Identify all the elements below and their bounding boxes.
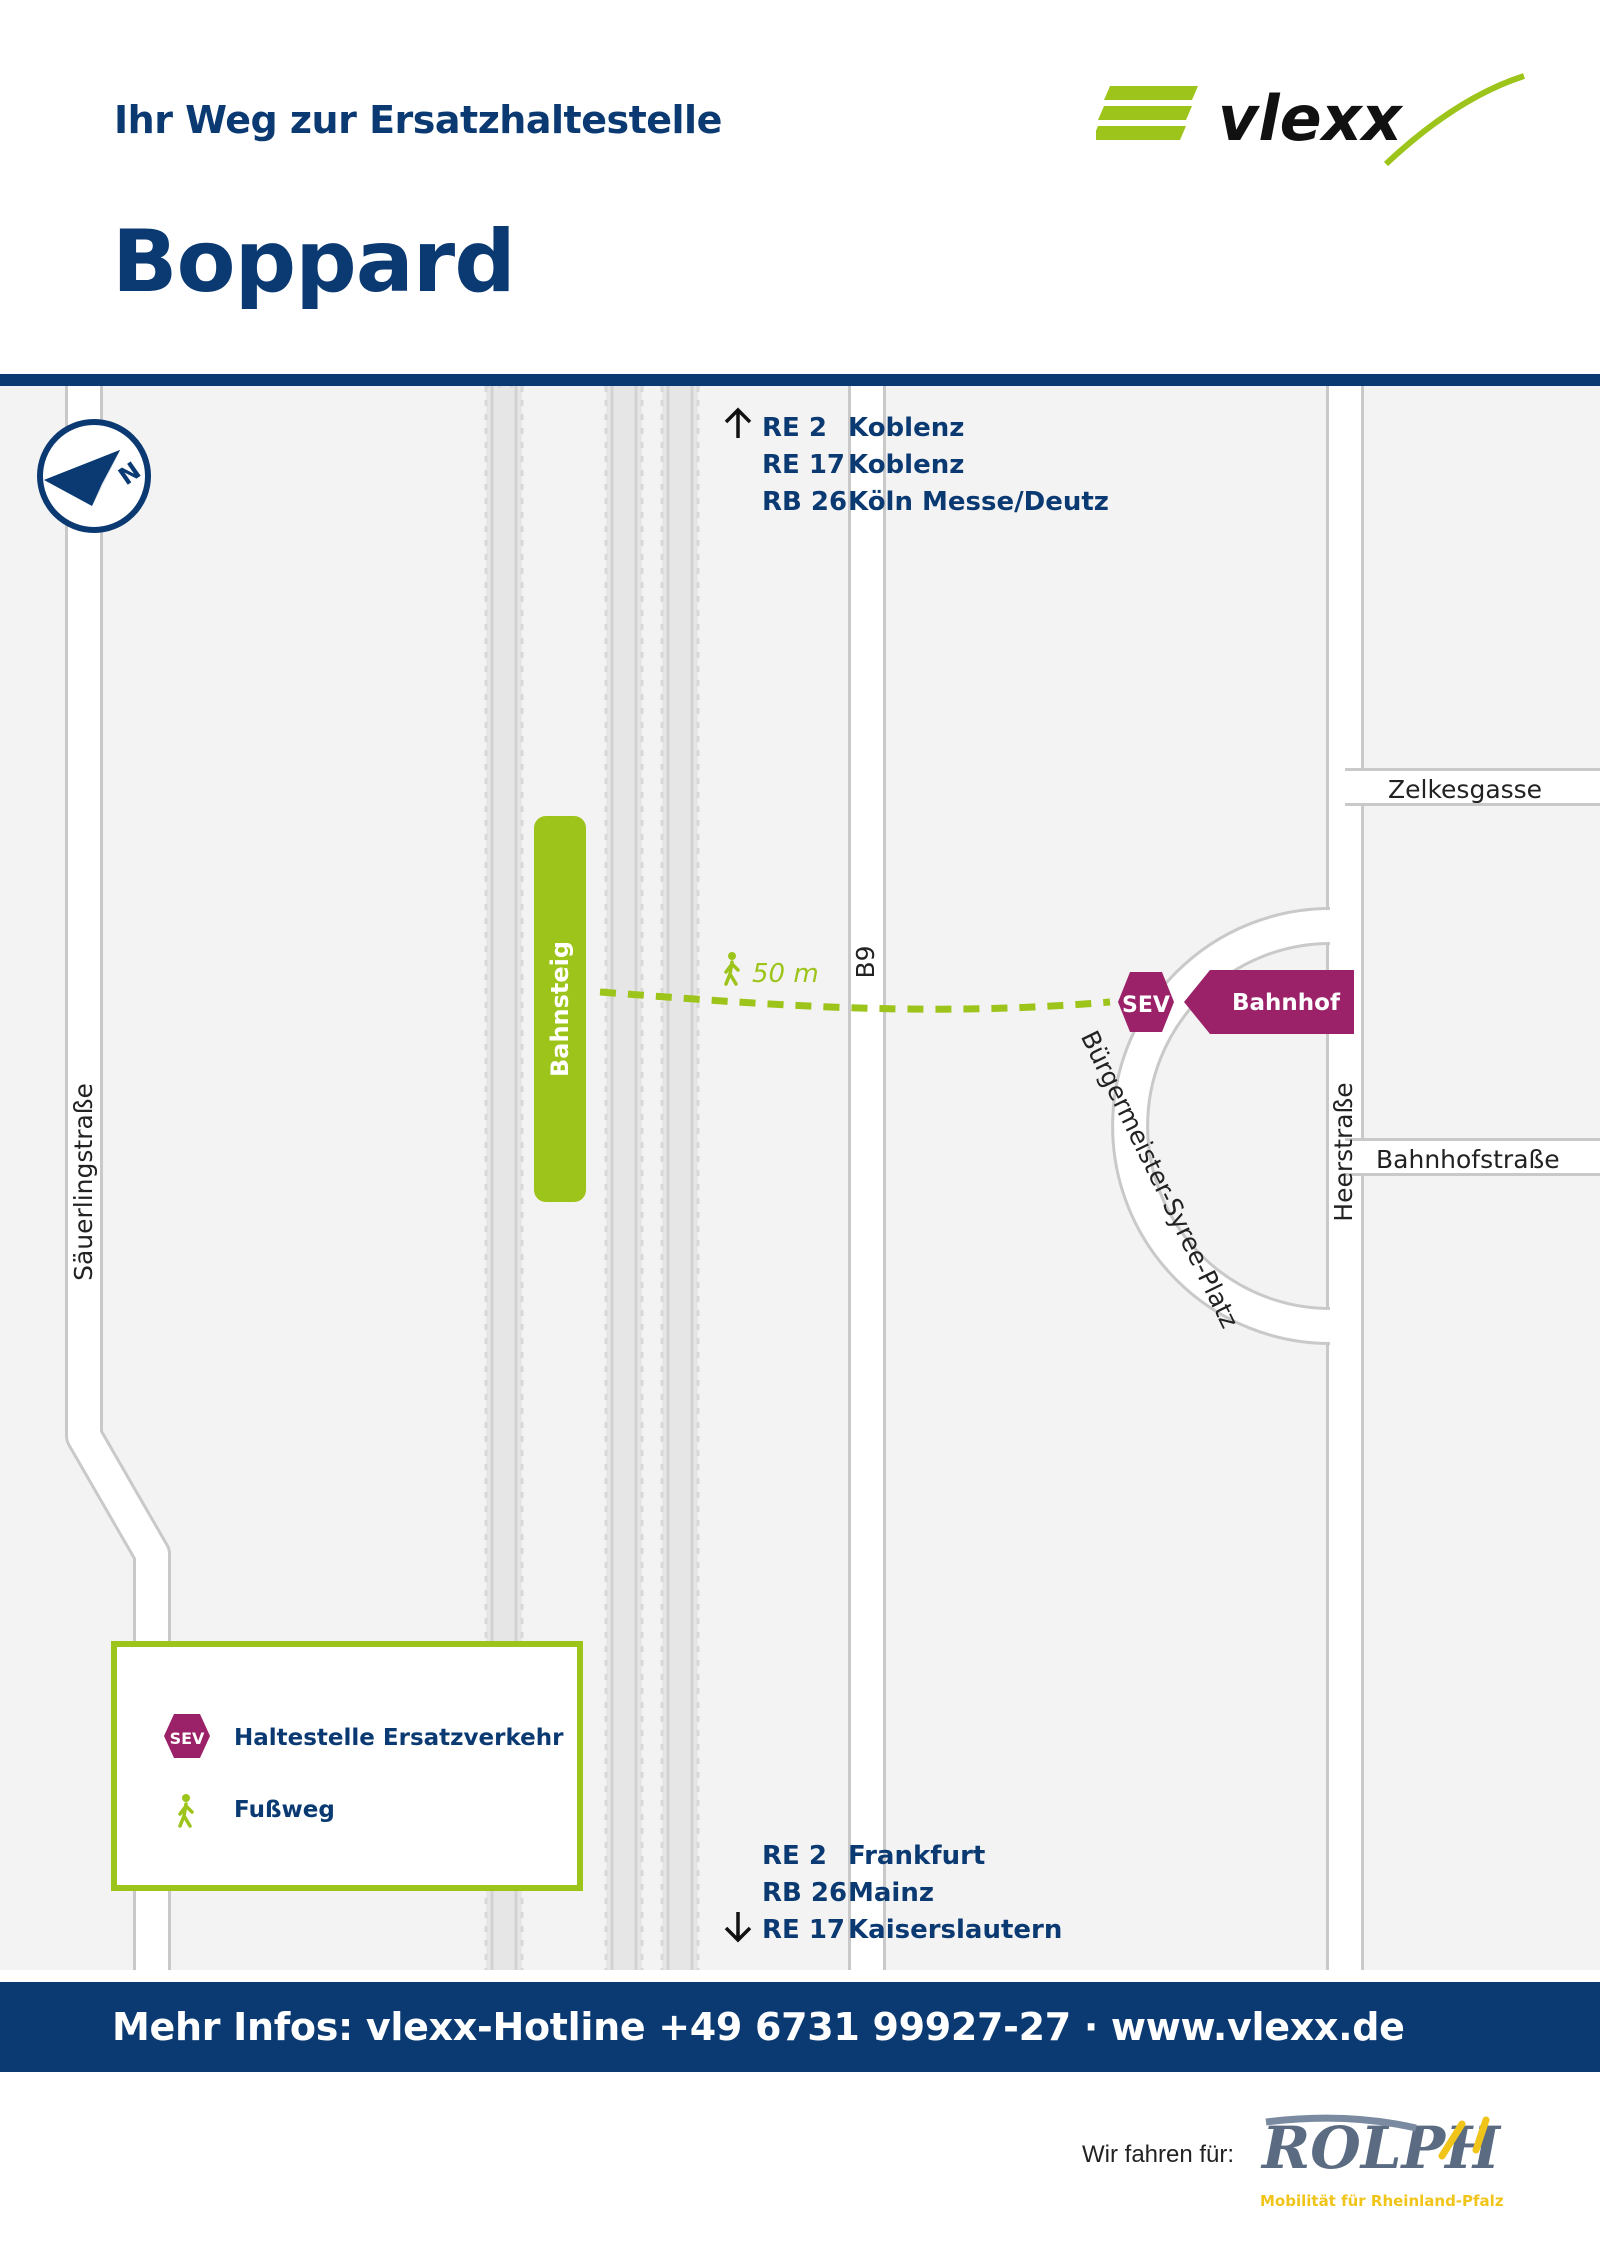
vlexx-logo: vlexx — [1096, 73, 1525, 167]
street-label-heerstrasse: Heerstraße — [1329, 1082, 1358, 1221]
page-subtitle: Ihr Weg zur Ersatzhaltestelle — [114, 98, 722, 142]
logo-wordmark: vlexx — [1218, 82, 1404, 155]
street-label-bahnhofstrasse: Bahnhofstraße — [1376, 1145, 1560, 1174]
pedestrian-icon — [178, 1794, 194, 1828]
header-divider — [0, 374, 1600, 386]
road-b9 — [851, 386, 883, 1970]
info-bar: Mehr Infos: vlexx-Hotline +49 6731 99927… — [0, 1982, 1600, 2072]
route-north-destination: Koblenz — [848, 413, 964, 443]
map-area: Bahnsteig 50 m SEV Bahnhof Säuerlingstra… — [0, 386, 1600, 1970]
rolph-tagline: Mobilität für Rheinland-Pfalz — [1260, 2192, 1504, 2210]
arrow-down-icon — [724, 1912, 752, 1943]
legend-item-sev: Haltestelle Ersatzverkehr — [234, 1725, 564, 1751]
arrow-up-icon — [724, 407, 752, 438]
routes-north: RE 2 Koblenz RE 17 Koblenz RB 26 Köln Me… — [724, 407, 1109, 517]
route-south-line: RE 17 — [762, 1915, 845, 1945]
pedestrian-icon — [724, 952, 740, 986]
station-sign: Bahnhof — [1184, 970, 1354, 1034]
route-south-destination: Mainz — [848, 1878, 934, 1908]
walking-path — [599, 988, 1111, 1013]
street-label-buergermeister: Bürgermeister-Syree-Platz — [1075, 1026, 1244, 1333]
route-south-destination: Kaiserslautern — [848, 1915, 1062, 1945]
legend-sev-label: SEV — [170, 1729, 205, 1748]
street-label-sauerling: Säuerlingstraße — [69, 1083, 98, 1281]
route-south-destination: Frankfurt — [848, 1841, 985, 1871]
legend-item-footpath: Fußweg — [234, 1797, 335, 1823]
route-north-line: RE 17 — [762, 450, 845, 480]
routes-south: RE 2 Frankfurt RB 26 Mainz RE 17 Kaisers… — [724, 1841, 1062, 1945]
page-title: Boppard — [112, 212, 516, 312]
legend: SEV Haltestelle Ersatzverkehr Fußweg — [111, 1641, 583, 1891]
street-label-zelkesgasse: Zelkesgasse — [1388, 775, 1542, 804]
sev-hexagon-icon — [164, 1714, 210, 1758]
station-label: Bahnhof — [1232, 990, 1341, 1016]
route-south-line: RB 26 — [762, 1878, 847, 1908]
rail-tracks — [486, 386, 698, 1970]
rolph-logo: ROLPH Mobilität für Rheinland-Pfalz — [1260, 2114, 1504, 2210]
road-zelkesgasse — [1345, 771, 1600, 803]
route-north-line: RE 2 — [762, 413, 827, 443]
sev-stop-marker: SEV — [1118, 972, 1174, 1032]
road-bahnhofstrasse — [1345, 1141, 1600, 1173]
route-north-destination: Köln Messe/Deutz — [848, 487, 1109, 517]
website-link[interactable]: www.vlexx.de — [1110, 2005, 1405, 2049]
map-canvas: Bahnsteig 50 m SEV Bahnhof Säuerlingstra… — [37, 386, 1600, 1970]
north-arrow-icon: N — [37, 419, 151, 533]
route-north-destination: Koblenz — [848, 450, 964, 480]
sev-hexagon-icon — [1118, 972, 1174, 1032]
platform-label: Bahnsteig — [546, 941, 574, 1077]
street-label-b9: B9 — [851, 945, 880, 978]
route-south-line: RE 2 — [762, 1841, 827, 1871]
logo-stripes-icon — [1096, 86, 1198, 140]
walk-distance: 50 m — [752, 959, 819, 989]
route-north-line: RB 26 — [762, 487, 847, 517]
platform — [534, 816, 586, 1202]
road-heerstrasse — [1329, 386, 1361, 1970]
hotline-text: Mehr Infos: vlexx-Hotline +49 6731 99927… — [112, 2005, 1111, 2049]
road-buergermeister — [1114, 910, 1331, 1342]
sev-label: SEV — [1122, 993, 1170, 1018]
partner-label: Wir fahren für: — [1082, 2141, 1235, 2168]
